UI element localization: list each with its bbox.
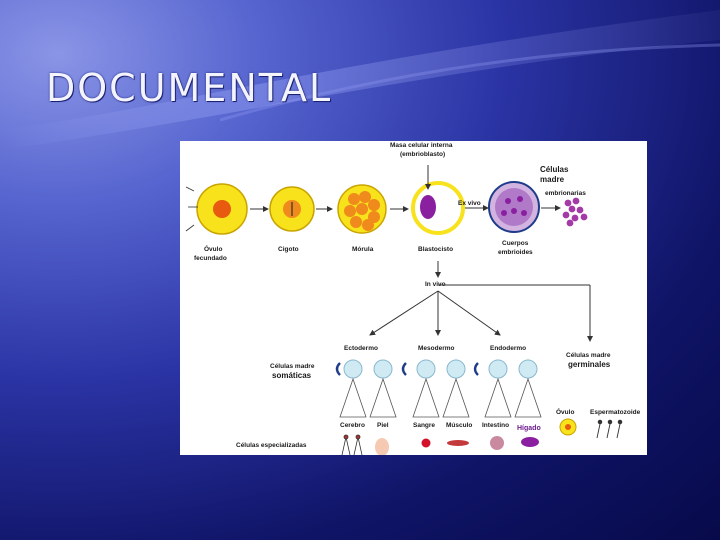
blastocyst [411, 181, 465, 235]
label-ectodermo: Ectodermo [344, 345, 378, 352]
embryoid-bodies [488, 181, 540, 233]
intestine-cell [490, 436, 504, 450]
diagram-svg: Óvulo fecundado Cigoto Mórula Blastocist… [185, 142, 641, 455]
sperm-cells [596, 419, 623, 439]
blood-cell [421, 438, 431, 448]
skin-cell [375, 438, 389, 455]
muscle-cell [447, 440, 469, 446]
somatic-stem-cells-row [335, 359, 538, 379]
label-celulas-madre-emb-3: embrionarias [545, 190, 586, 197]
label-mesodermo: Mesodermo [418, 345, 455, 352]
label-intestino: Intestino [482, 422, 509, 429]
label-cuerpos-1: Cuerpos [502, 240, 529, 247]
label-germinales-1: Células madre [566, 352, 611, 359]
slide-title: DOCUMENTAL [46, 66, 333, 110]
arrow [437, 290, 501, 336]
label-blastocisto: Blastocisto [418, 246, 453, 253]
fertilized-egg [185, 183, 248, 235]
neuron-cells [341, 434, 363, 455]
label-masa-2: (embrioblasto) [400, 151, 445, 158]
label-morula: Mórula [352, 246, 374, 253]
label-somaticas-1: Células madre [270, 363, 315, 370]
label-somaticas-2: somáticas [272, 371, 312, 380]
zygote [269, 186, 315, 232]
label-espermatozoide: Espermatozoide [590, 409, 641, 416]
label-germinales-2: germinales [568, 360, 611, 369]
embryonic-stem-cells-cluster [562, 197, 588, 227]
liver-cell [521, 437, 539, 447]
differentiation-triangles [339, 377, 542, 418]
label-piel: Piel [377, 422, 389, 429]
label-higado: Hígado [517, 425, 541, 432]
label-celulas-madre-emb-2: madre [540, 175, 565, 184]
label-ovulo: Óvulo [556, 407, 574, 416]
label-cuerpos-2: embrioides [498, 249, 533, 256]
label-in-vivo: In vivo [425, 281, 446, 288]
label-cigoto: Cigoto [278, 246, 299, 253]
label-ovulo-fecundado-1: Óvulo [204, 244, 222, 253]
label-masa-1: Masa celular interna [390, 142, 453, 149]
label-musculo: Músculo [446, 422, 472, 429]
label-endodermo: Endodermo [490, 345, 526, 352]
label-celulas-madre-emb-1: Células [540, 165, 569, 174]
label-especializadas: Células especializadas [236, 442, 307, 449]
stem-cell-diagram: Óvulo fecundado Cigoto Mórula Blastocist… [180, 141, 647, 455]
egg-cell [559, 418, 577, 436]
label-sangre: Sangre [413, 422, 435, 429]
label-cerebro: Cerebro [340, 422, 365, 429]
label-ex-vivo: Ex vivo [458, 200, 481, 207]
arrow [369, 290, 439, 336]
morula [337, 184, 387, 234]
label-ovulo-fecundado-2: fecundado [194, 255, 227, 262]
